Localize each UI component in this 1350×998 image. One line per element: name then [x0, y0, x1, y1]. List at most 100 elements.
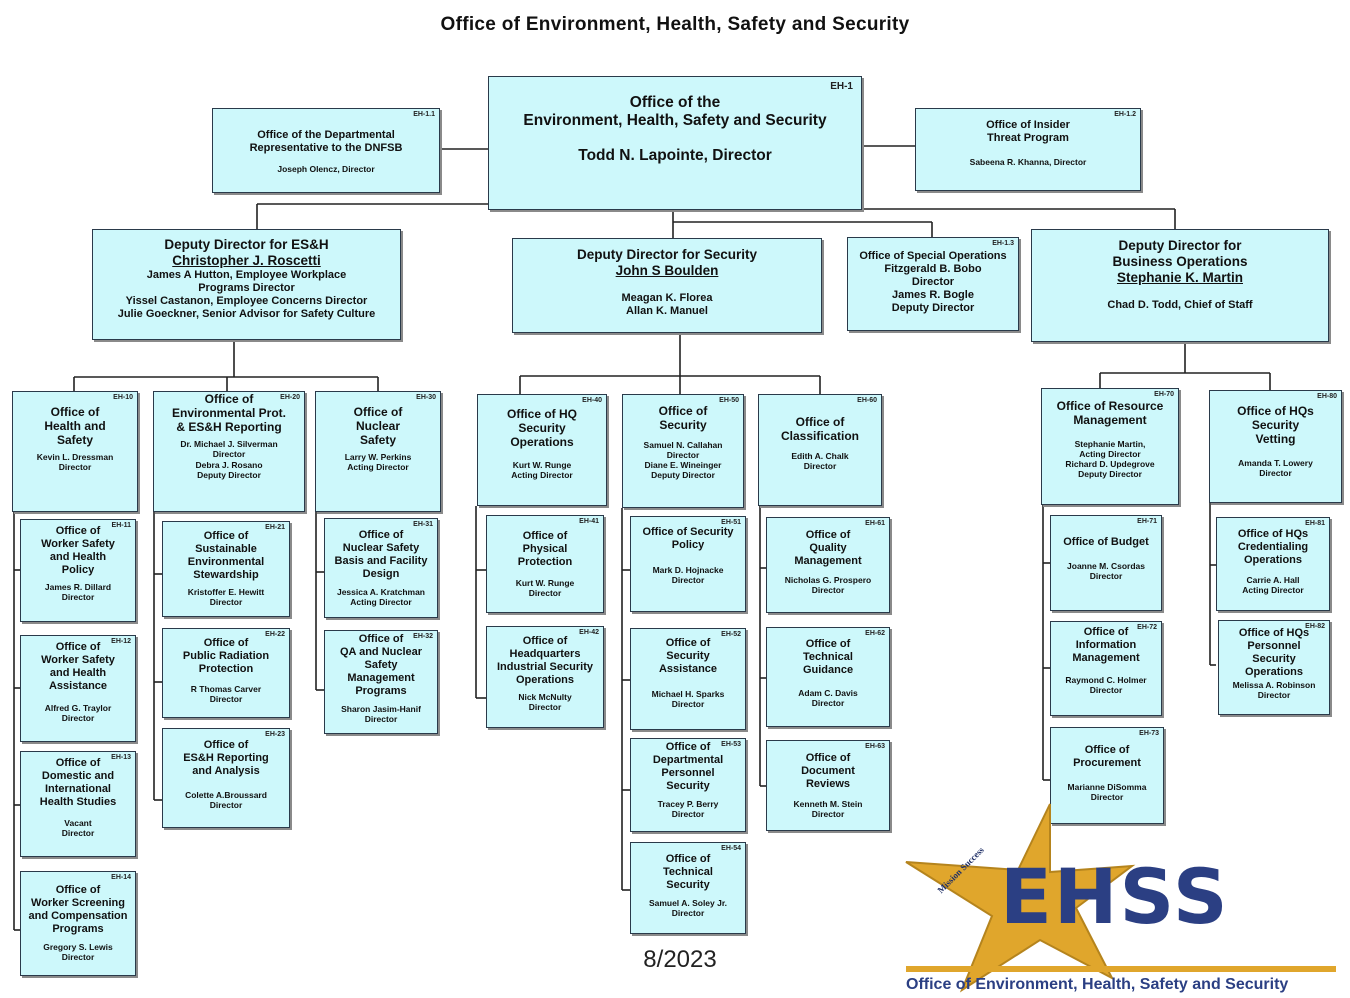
- org-code: EH-40: [582, 397, 602, 404]
- office-box-eh13[interactable]: EH-13 Office of Domestic and Internation…: [20, 751, 136, 857]
- box-title-line: Representative to the DNFSB: [249, 141, 403, 154]
- office-box-eh54[interactable]: EH-54 Office of Technical Security Samue…: [630, 842, 746, 934]
- box-title-line: Programs: [355, 684, 407, 697]
- office-box-eh81[interactable]: EH-81 Office of HQs Credentialing Operat…: [1216, 517, 1330, 611]
- deputy-business-box[interactable]: Deputy Director for Business Operations …: [1031, 229, 1329, 342]
- office-box-eh31[interactable]: EH-31 Office of Nuclear Safety Basis and…: [324, 518, 438, 618]
- office-head: Jessica A. Kratchman: [336, 586, 426, 597]
- office-box-eh62[interactable]: EH-62 Office of Technical Guidance Adam …: [766, 627, 890, 727]
- office-box-eh20[interactable]: EH-20 Office of Environmental Prot. & ES…: [153, 391, 305, 512]
- box-title-line: Security: [666, 878, 710, 891]
- box-title-line: Office of: [805, 752, 851, 764]
- office-head: Kurt W. Runge: [512, 460, 572, 471]
- box-title-line: Safety: [56, 433, 94, 448]
- box-title-line: Office of: [665, 853, 711, 865]
- dnfsb-office-box[interactable]: EH-1.1 Office of the Departmental Repres…: [212, 108, 440, 193]
- office-head: Director: [811, 697, 845, 708]
- office-box-eh73[interactable]: EH-73 Office of Procurement Marianne DiS…: [1050, 727, 1164, 824]
- office-box-eh10[interactable]: EH-10 Office of Health and Safety Kevin …: [12, 391, 138, 512]
- office-box-eh72[interactable]: EH-72 Office of Information Management R…: [1050, 621, 1162, 716]
- box-title-line: Office of: [658, 404, 708, 418]
- date-label: 8/2023: [643, 946, 717, 973]
- office-box-eh51[interactable]: EH-51 Office of Security Policy Mark D. …: [630, 516, 746, 612]
- office-head: Carrie A. Hall: [1246, 574, 1300, 585]
- office-box-eh70[interactable]: EH-70 Office of Resource Management Step…: [1041, 388, 1179, 505]
- box-title-line: ES&H Reporting: [183, 751, 269, 764]
- box-title-line: Office of Security: [642, 526, 734, 538]
- org-code: EH-80: [1317, 393, 1337, 400]
- box-title-line: Office of: [358, 633, 404, 645]
- office-box-eh32[interactable]: EH-32 Office of QA and Nuclear Safety Ma…: [324, 630, 438, 734]
- box-title-line: Office of: [50, 405, 100, 419]
- box-title-line: QA and Nuclear: [339, 645, 423, 658]
- office-head: Director: [803, 461, 837, 472]
- office-head: Director: [1259, 468, 1292, 479]
- office-box-eh23[interactable]: EH-23 Office of ES&H Reporting and Analy…: [162, 728, 290, 828]
- staff-line: Yissel Castanon, Employee Concerns Direc…: [125, 294, 368, 307]
- office-box-eh63[interactable]: EH-63 Office of Document Reviews Kenneth…: [766, 740, 890, 831]
- office-box-eh60[interactable]: EH-60 Office of Classification Edith A. …: [758, 394, 882, 506]
- deputy-esh-box[interactable]: Deputy Director for ES&H Christopher J. …: [92, 229, 401, 340]
- office-box-eh61[interactable]: EH-61 Office of Quality Management Nicho…: [766, 517, 890, 613]
- office-head: Acting Director: [1079, 449, 1141, 460]
- box-title-line: Safety: [359, 433, 397, 448]
- office-box-eh11[interactable]: EH-11 Office of Worker Safety and Health…: [20, 519, 136, 622]
- box-title-line: Office of: [203, 739, 249, 751]
- box-title-line: Safety: [364, 658, 398, 671]
- office-box-eh14[interactable]: EH-14 Office of Worker Screening and Com…: [20, 871, 136, 976]
- office-head: Director: [209, 596, 243, 607]
- office-box-eh53[interactable]: EH-53 Office of Departmental Personnel S…: [630, 738, 746, 832]
- office-box-eh42[interactable]: EH-42 Office of Headquarters Industrial …: [486, 626, 604, 728]
- insider-threat-box[interactable]: EH-1.2 Office of Insider Threat Program …: [915, 108, 1141, 191]
- office-head: Sharon Jasim-Hanif: [341, 703, 421, 714]
- office-head: Alfred G. Traylor: [44, 702, 112, 713]
- office-head: Amanda T. Lowery: [1238, 458, 1313, 469]
- box-title-line: Security: [659, 418, 707, 433]
- office-box-eh21[interactable]: EH-21 Office of Sustainable Environmenta…: [162, 521, 290, 617]
- box-title-line: Office of the: [629, 94, 721, 111]
- office-director-box[interactable]: EH-1 Office of the Environment, Health, …: [488, 76, 862, 210]
- office-box-eh52[interactable]: EH-52 Office of Security Assistance Mich…: [630, 628, 746, 730]
- org-code: EH-52: [721, 631, 741, 638]
- box-title-line: Office of: [795, 415, 845, 429]
- special-operations-box[interactable]: EH-1.3 Office of Special Operations Fitz…: [847, 237, 1019, 331]
- office-box-eh80[interactable]: EH-80 Office of HQs Security Vetting Ama…: [1209, 390, 1342, 503]
- office-box-eh71[interactable]: EH-71 Office of Budget Joanne M. Csordas…: [1050, 515, 1162, 611]
- office-box-eh22[interactable]: EH-22 Office of Public Radiation Protect…: [162, 628, 290, 718]
- box-title-line: Office of Budget: [1063, 536, 1149, 548]
- org-code: EH-82: [1305, 623, 1325, 630]
- office-head: Director: [61, 591, 95, 602]
- org-code: EH-51: [721, 519, 741, 526]
- deputy-security-box[interactable]: Deputy Director for Security John S Boul…: [512, 238, 822, 333]
- office-box-eh50[interactable]: EH-50 Office of Security Samuel N. Calla…: [622, 394, 744, 508]
- staff-line: Deputy Director: [891, 301, 975, 314]
- box-title-line: and Health: [49, 666, 107, 679]
- org-code: EH-53: [721, 741, 741, 748]
- office-head: Director: [364, 713, 398, 724]
- org-code: EH-71: [1137, 518, 1157, 525]
- office-box-eh12[interactable]: EH-12 Office of Worker Safety and Health…: [20, 635, 136, 742]
- box-title-line: Office of HQs: [1237, 528, 1309, 540]
- office-head: Michael H. Sparks: [651, 688, 725, 699]
- deputy-title: Deputy Director for: [1118, 238, 1242, 253]
- office-head: Larry W. Perkins: [344, 452, 412, 463]
- box-title-line: Office of: [353, 405, 403, 419]
- office-head: Adam C. Davis: [798, 687, 858, 698]
- box-title-line: Office of: [203, 530, 249, 542]
- box-title-line: Assistance: [658, 662, 718, 675]
- office-box-eh40[interactable]: EH-40 Office of HQ Security Operations K…: [477, 394, 607, 506]
- deputy-title: Business Operations: [1112, 253, 1248, 269]
- office-head: Tracey P. Berry: [657, 798, 719, 809]
- logo-divider: [906, 966, 1336, 972]
- box-title-line: Document: [801, 764, 855, 777]
- office-head: Director: [209, 799, 243, 810]
- office-box-eh41[interactable]: EH-41 Office of Physical Protection Kurt…: [486, 515, 604, 613]
- office-box-eh30[interactable]: EH-30 Office of Nuclear Safety Larry W. …: [315, 391, 441, 512]
- box-title-line: Domestic and: [41, 769, 115, 782]
- office-head: Director: [1089, 684, 1123, 695]
- office-box-eh82[interactable]: EH-82 Office of HQs Personnel Security O…: [1218, 620, 1330, 715]
- office-head: Acting Director: [1242, 584, 1304, 595]
- box-title-line: Environment, Health, Safety and Security: [523, 112, 827, 130]
- org-code: EH-1.1: [413, 111, 435, 118]
